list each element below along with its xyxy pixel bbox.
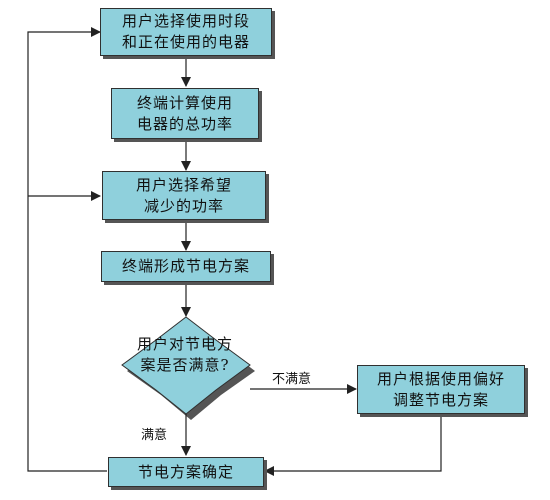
node-adjust-plan: 用户根据使用偏好 调整节电方案 — [357, 365, 525, 414]
edge-label-unsatisfied: 不满意 — [272, 372, 312, 387]
node-select-period: 用户选择使用时段 和正在使用的电器 — [100, 8, 272, 56]
node-select-period-label: 用户选择使用时段 和正在使用的电器 — [121, 12, 250, 51]
node-form-plan: 终端形成节电方案 — [101, 251, 271, 282]
node-select-reduction-label: 用户选择希望 减少的功率 — [135, 175, 232, 215]
arrow-n6-n7 — [264, 414, 442, 476]
decision-label: 用户对节电方 案是否满意? — [136, 335, 233, 374]
node-compute-power: 终端计算使用 电器的总功率 — [111, 88, 259, 139]
node-form-plan-label: 终端形成节电方案 — [121, 257, 250, 275]
node-confirm-plan-label: 节电方案确定 — [137, 462, 234, 481]
node-compute-power-label: 终端计算使用 电器的总功率 — [136, 93, 233, 133]
node-confirm-plan: 节电方案确定 — [108, 457, 264, 487]
node-select-reduction: 用户选择希望 减少的功率 — [102, 171, 266, 220]
edge-label-satisfied: 满意 — [141, 428, 168, 443]
node-adjust-plan-label: 用户根据使用偏好 调整节电方案 — [376, 369, 505, 409]
loop-line — [27, 27, 107, 472]
